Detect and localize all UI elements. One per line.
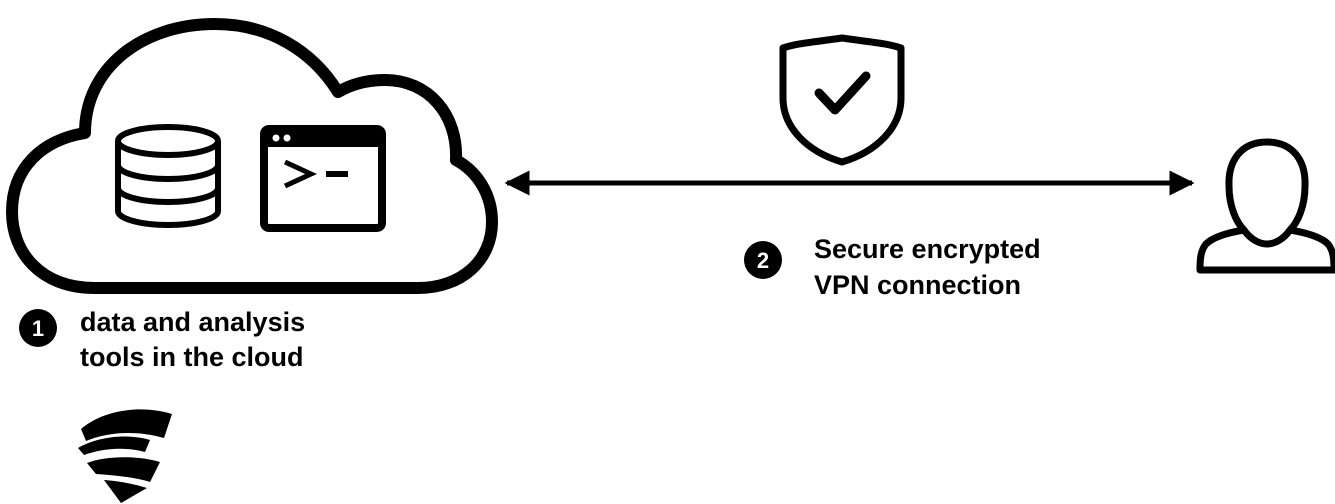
step-1: 1 data and analysis tools in the cloud — [19, 307, 305, 372]
shield-check-icon — [779, 34, 905, 166]
step-2: 2 Secure encrypted VPN connection — [744, 234, 1041, 300]
step-1-line-1: data and analysis — [80, 307, 305, 337]
step-1-badge — [19, 309, 57, 347]
terminal-icon — [260, 125, 386, 232]
brand-logo — [78, 409, 172, 503]
step-2-badge — [744, 241, 782, 279]
step-2-number: 2 — [757, 248, 769, 273]
step-2-line-1: Secure encrypted — [814, 234, 1041, 264]
step-2-line-2: VPN connection — [814, 270, 1021, 300]
database-icon — [115, 124, 221, 228]
user-icon — [1196, 138, 1335, 274]
cloud-icon — [6, 18, 498, 294]
step-1-line-2: tools in the cloud — [80, 342, 304, 372]
step-1-number: 1 — [32, 316, 44, 341]
